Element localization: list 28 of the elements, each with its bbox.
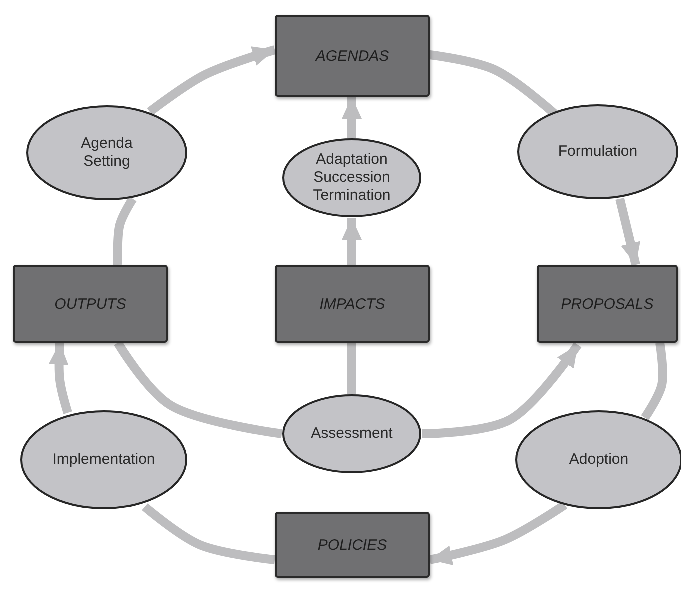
arrow <box>342 218 362 265</box>
arrow <box>429 501 568 566</box>
process-ellipse <box>20 410 188 510</box>
node-label: POLICIES <box>318 536 388 554</box>
process-ellipse <box>26 105 188 201</box>
node-label: Adoption <box>569 451 629 469</box>
node-label: AGENDAS <box>316 48 390 64</box>
arrow <box>342 97 362 138</box>
node-label: Agenda Setting <box>80 135 134 171</box>
node-label: Implementation <box>52 451 156 469</box>
node-label: Adaptation Succession Termination <box>312 151 392 205</box>
stage-box <box>275 512 430 578</box>
node-label: IMPACTS <box>320 296 386 312</box>
process-ellipse <box>282 138 422 218</box>
arrow <box>422 342 582 438</box>
stage-box <box>13 265 168 343</box>
stage-box <box>275 15 430 97</box>
node-label: Formulation <box>558 143 638 161</box>
process-ellipse <box>517 104 679 200</box>
node-label: Assessment <box>311 425 393 443</box>
stage-box <box>275 265 430 343</box>
node-label: PROPOSALS <box>561 296 654 312</box>
arrow <box>616 198 641 266</box>
stage-box <box>537 265 678 343</box>
node-label: OUTPUTS <box>54 296 126 312</box>
process-ellipse <box>282 394 422 474</box>
arrow <box>48 342 72 414</box>
arrow <box>147 46 276 116</box>
